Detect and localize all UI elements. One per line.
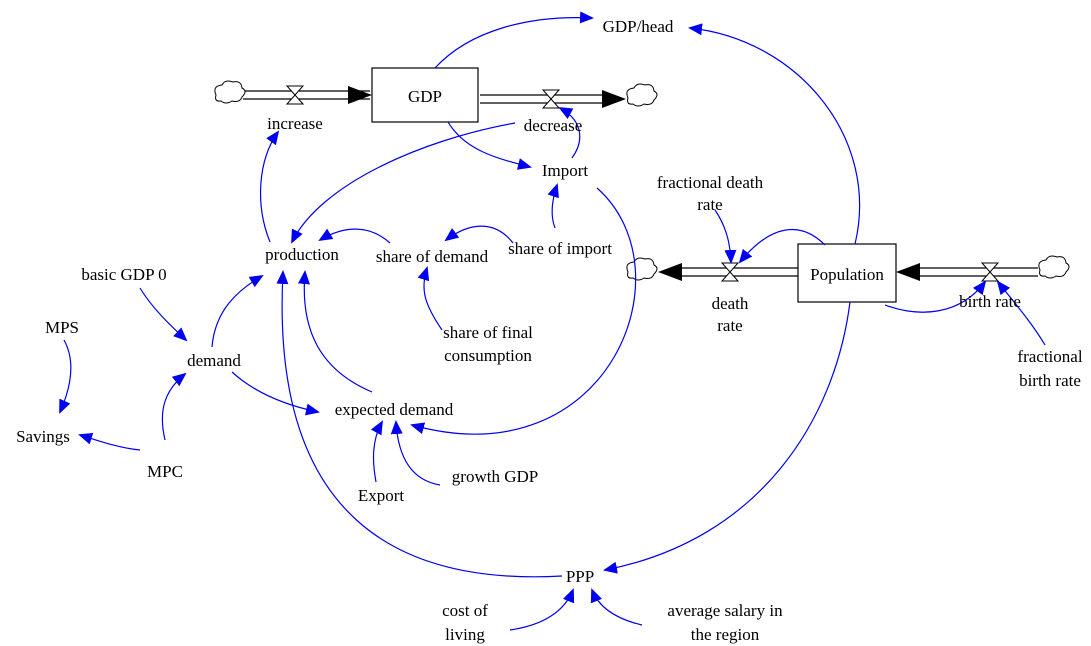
ppp-label[interactable]: PPP xyxy=(566,567,594,586)
demand-label[interactable]: demand xyxy=(187,351,241,370)
mps-label[interactable]: MPS xyxy=(45,318,79,337)
link-import-to-share-of-import xyxy=(547,183,559,229)
average-salary-label-line2[interactable]: the region xyxy=(691,625,760,644)
import-label[interactable]: Import xyxy=(542,161,589,180)
decrease-valve-icon[interactable] xyxy=(541,89,561,109)
link-average-salary-to-ppp xyxy=(590,588,643,626)
fractional-birth-rate-label-line1[interactable]: fractional xyxy=(1017,347,1082,366)
link-share-of-final-consumption-to-share-of-demand xyxy=(417,266,443,331)
fractional-death-rate-label-line2[interactable]: rate xyxy=(697,195,722,214)
gdp-stock-label: GDP xyxy=(408,87,442,106)
export-label[interactable]: Export xyxy=(358,486,405,505)
birth-rate-flow-pipe xyxy=(896,263,1038,281)
birth-rate-label[interactable]: birth rate xyxy=(959,292,1021,311)
fractional-death-rate-label-line1[interactable]: fractional death xyxy=(657,173,764,192)
link-export-to-expected-demand xyxy=(370,420,383,483)
production-label[interactable]: production xyxy=(265,245,339,264)
link-cost-of-living-to-ppp xyxy=(509,588,575,631)
share-of-final-consumption-label-line2[interactable]: consumption xyxy=(444,346,532,365)
death-rate-valve-icon[interactable] xyxy=(720,262,740,282)
average-salary-label-line1[interactable]: average salary in xyxy=(667,601,783,620)
link-demand-to-production xyxy=(211,274,264,348)
link-population-to-death-rate xyxy=(738,229,826,264)
share-of-demand-label[interactable]: share of demand xyxy=(376,247,489,266)
link-mps-to-savings xyxy=(59,339,72,414)
link-population-to-birth-rate xyxy=(884,280,987,313)
increase-label[interactable]: increase xyxy=(267,114,323,133)
increase-flow-pipe xyxy=(243,86,372,104)
link-mpc-to-demand xyxy=(161,372,187,441)
link-decrease-to-production xyxy=(291,122,516,244)
share-of-final-consumption-label-line1[interactable]: share of final xyxy=(443,323,533,342)
link-growth-gdp-to-expected-demand xyxy=(390,420,441,486)
link-gdp-to-import xyxy=(447,121,532,170)
fractional-birth-rate-label-line2[interactable]: birth rate xyxy=(1019,371,1081,390)
decrease-sink-cloud-icon xyxy=(626,83,658,107)
increase-valve-icon[interactable] xyxy=(285,85,305,105)
link-import-to-decrease xyxy=(558,107,581,159)
gdp-stock[interactable]: GDP xyxy=(371,67,479,123)
growth-gdp-label[interactable]: growth GDP xyxy=(452,467,538,486)
birth-rate-valve-icon[interactable] xyxy=(980,262,1000,282)
death-sink-cloud-icon xyxy=(626,257,658,281)
link-production-to-increase xyxy=(260,130,280,243)
decrease-label[interactable]: decrease xyxy=(524,116,583,135)
mpc-label[interactable]: MPC xyxy=(147,462,183,481)
decrease-flow-pipe xyxy=(480,90,626,108)
link-share-of-demand-to-production xyxy=(318,228,391,244)
gdp-per-head-label[interactable]: GDP/head xyxy=(603,17,674,36)
population-stock-label: Population xyxy=(810,265,884,284)
link-gdp-to-gdp-head xyxy=(434,11,594,69)
link-import-to-expected-demand xyxy=(410,187,637,435)
birth-source-cloud-icon xyxy=(1038,255,1070,279)
link-share-of-import-to-share-of-demand xyxy=(444,225,514,244)
death-rate-label-line2[interactable]: rate xyxy=(717,316,742,335)
link-fractional-birth-rate-to-birth-rate xyxy=(996,280,1046,346)
link-population-to-gdp-head xyxy=(688,23,861,245)
share-of-import-label[interactable]: share of import xyxy=(508,239,612,258)
link-ppp-to-production xyxy=(276,270,563,578)
causal-links xyxy=(59,11,1046,631)
link-fractional-death-rate-to-death-rate xyxy=(714,209,737,264)
death-rate-label-line1[interactable]: death xyxy=(712,294,749,313)
population-stock[interactable]: Population xyxy=(797,243,897,303)
savings-label[interactable]: Savings xyxy=(16,427,70,446)
basic-gdp-0-label[interactable]: basic GDP 0 xyxy=(81,265,166,284)
link-expected-demand-to-production xyxy=(297,270,373,393)
link-demand-to-expected-demand xyxy=(231,371,320,416)
cost-of-living-label-line1[interactable]: cost of xyxy=(442,601,488,620)
cost-of-living-label-line2[interactable]: living xyxy=(445,625,485,644)
increase-source-cloud-icon xyxy=(214,80,246,104)
link-mpc-to-savings xyxy=(78,432,141,451)
link-basic-gdp-0-to-demand xyxy=(139,287,188,342)
expected-demand-label[interactable]: expected demand xyxy=(335,400,454,419)
death-rate-flow-pipe xyxy=(658,263,798,281)
link-population-to-ppp xyxy=(603,301,851,574)
